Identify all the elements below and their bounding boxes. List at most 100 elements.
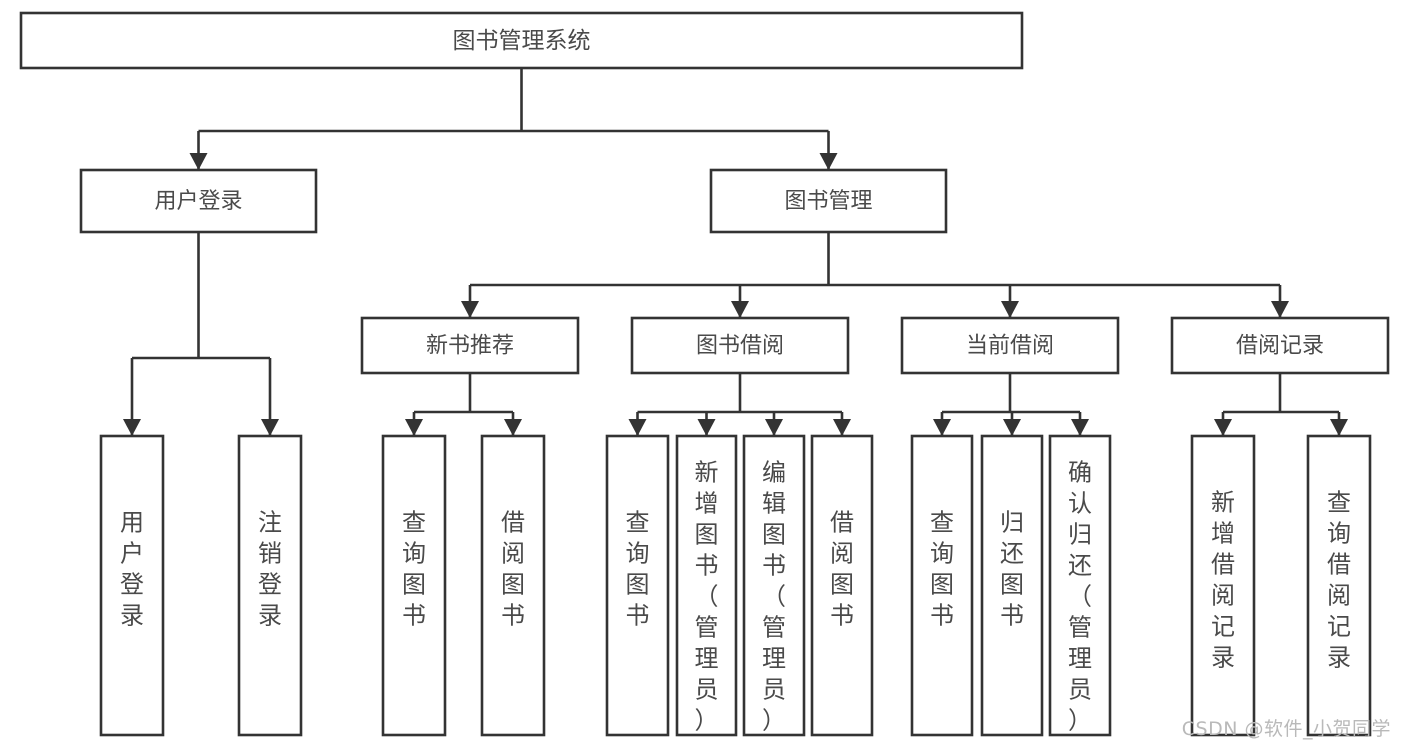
node-label-leaf-add-book: 员 [695,676,719,704]
node-box-book-manage [709,168,948,234]
node-leaf-user-login[interactable]: 用户登录 [99,434,165,737]
node-label-leaf-add-book: 图 [695,521,719,549]
node-label-leaf-add-book: （ [695,583,719,611]
node-new-book-rec[interactable]: 新书推荐 [360,316,580,375]
node-label-leaf-edit-book: 员 [762,676,786,704]
node-label-leaf-query-book-current: 书 [930,602,954,630]
node-label-current-borrow: 当前借阅 [966,334,1054,359]
node-label-leaf-edit-book: 图 [762,521,786,549]
node-label-leaf-return-book: 书 [1000,602,1024,630]
node-label-leaf-confirm-return: 还 [1068,552,1092,580]
node-label-leaf-borrow-book: 阅 [830,540,854,568]
node-label-leaf-confirm-return: 管 [1068,614,1092,642]
node-label-leaf-confirm-return: 理 [1068,645,1092,673]
node-label-leaf-query-book-current: 图 [930,571,954,599]
node-label-leaf-add-record: 记 [1211,613,1235,641]
node-label-leaf-query-book-borrow: 图 [626,571,650,599]
node-label-leaf-edit-book: （ [762,583,786,611]
node-label-leaf-logout: 销 [258,540,282,568]
node-box-new-book-rec [360,316,580,375]
node-label-leaf-edit-book: ） [762,707,786,735]
node-box-leaf-add-record [1190,434,1256,737]
node-box-user-login [79,168,318,234]
node-root[interactable]: 图书管理系统 [19,11,1024,70]
node-label-new-book-rec: 新书推荐 [426,334,514,359]
node-box-current-borrow [900,316,1120,375]
node-label-leaf-return-book: 图 [1000,571,1024,599]
node-label-leaf-user-login: 登 [120,571,144,599]
node-label-leaf-edit-book: 辑 [762,490,786,518]
node-label-leaf-borrow-book-rec: 阅 [501,540,525,568]
node-label-leaf-query-book-borrow: 书 [626,602,650,630]
node-label-leaf-confirm-return: 认 [1068,490,1092,518]
node-box-borrow-record [1170,316,1390,375]
connectors-layer [123,68,1348,436]
node-label-leaf-add-record: 借 [1211,551,1235,579]
connector-new-book-rec-to-leaves [405,373,522,436]
node-label-leaf-query-book-borrow: 查 [626,509,650,537]
node-borrow-record[interactable]: 借阅记录 [1170,316,1390,375]
node-label-leaf-return-book: 归 [1000,509,1024,537]
node-box-book-borrow [630,316,850,375]
node-box-leaf-logout [237,434,303,737]
node-label-leaf-confirm-return: 归 [1068,521,1092,549]
node-label-leaf-add-book: ） [695,707,719,735]
node-label-leaf-query-book-rec: 查 [402,509,426,537]
node-box-root [19,11,1024,70]
node-label-leaf-query-book-borrow: 询 [626,540,650,568]
node-book-manage[interactable]: 图书管理 [709,168,948,234]
connector-book-borrow-to-leaves [628,373,851,436]
node-label-leaf-logout: 录 [258,602,282,630]
node-box-leaf-return-book [980,434,1044,737]
node-label-leaf-user-login: 用 [120,509,144,537]
node-label-leaf-query-record: 查 [1327,489,1351,517]
node-label-leaf-edit-book: 理 [762,645,786,673]
node-label-leaf-query-record: 借 [1327,551,1351,579]
node-label-root: 图书管理系统 [453,28,591,54]
node-box-leaf-query-book-current [910,434,974,737]
node-label-leaf-query-book-rec: 书 [402,602,426,630]
node-label-leaf-edit-book: 管 [762,614,786,642]
connector-current-borrow-to-leaves [933,373,1089,436]
node-label-leaf-add-record: 新 [1211,489,1235,517]
node-label-leaf-query-book-current: 查 [930,509,954,537]
node-label-leaf-query-book-rec: 图 [402,571,426,599]
node-label-leaf-logout: 注 [258,509,282,537]
nodes-layer: 图书管理系统用户登录图书管理新书推荐图书借阅当前借阅借阅记录用户登录注销登录查询… [19,11,1390,737]
node-label-leaf-add-record: 阅 [1211,582,1235,610]
node-label-leaf-user-login: 户 [120,540,144,568]
node-label-leaf-add-book: 管 [695,614,719,642]
node-label-leaf-borrow-book: 借 [830,509,854,537]
node-label-leaf-add-book: 书 [695,552,719,580]
node-book-borrow[interactable]: 图书借阅 [630,316,850,375]
node-label-leaf-add-book: 理 [695,645,719,673]
node-current-borrow[interactable]: 当前借阅 [900,316,1120,375]
node-label-leaf-logout: 登 [258,571,282,599]
node-label-leaf-query-book-current: 询 [930,540,954,568]
node-label-leaf-borrow-book-rec: 书 [501,602,525,630]
node-label-user-login: 用户登录 [154,189,242,214]
node-label-leaf-confirm-return: ） [1068,707,1092,735]
node-label-leaf-borrow-book: 书 [830,602,854,630]
node-label-leaf-confirm-return: （ [1068,583,1092,611]
node-box-leaf-query-book-borrow [605,434,670,737]
node-label-book-borrow: 图书借阅 [696,334,784,359]
node-label-leaf-borrow-book: 图 [830,571,854,599]
node-label-leaf-borrow-book-rec: 借 [501,509,525,537]
node-box-leaf-query-record [1306,434,1372,737]
node-user-login[interactable]: 用户登录 [79,168,318,234]
node-box-leaf-add-book [675,434,738,737]
